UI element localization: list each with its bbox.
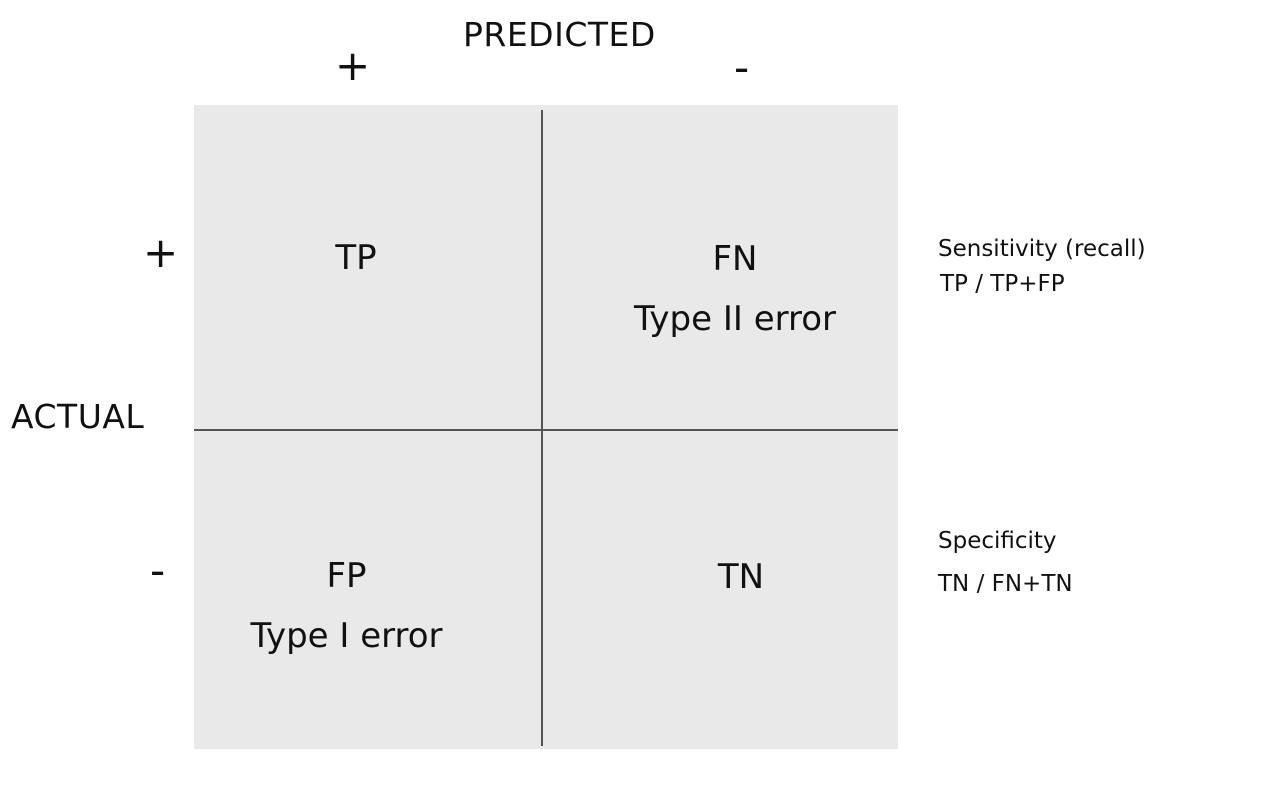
sensitivity-formula: TP / TP+FP <box>940 271 1065 297</box>
horizontal-divider <box>194 429 898 431</box>
cell-fn-label: FN <box>712 239 758 279</box>
actual-axis-title: ACTUAL <box>11 397 145 436</box>
predicted-axis-title: PREDICTED <box>463 15 656 54</box>
predicted-negative-label: - <box>734 43 750 92</box>
cell-tp-label: TP <box>335 238 377 278</box>
cell-tn-label: TN <box>717 557 765 597</box>
predicted-positive-label: + <box>335 41 371 90</box>
sensitivity-label: Sensitivity (recall) <box>938 236 1146 262</box>
actual-positive-label: + <box>143 228 179 277</box>
cell-true-negative: TN <box>691 547 791 607</box>
cell-fp-label: FP <box>326 556 367 596</box>
specificity-label: Specificity <box>938 528 1057 554</box>
cell-fn-note: Type II error <box>633 299 837 339</box>
specificity-formula: TN / FN+TN <box>938 571 1073 597</box>
actual-negative-label: - <box>150 546 166 595</box>
cell-false-positive: FP Type I error <box>214 546 479 666</box>
confusion-matrix: TP FN Type II error FP Type I error TN <box>194 105 898 749</box>
cell-fp-note: Type I error <box>250 616 443 656</box>
cell-false-negative: FN Type II error <box>585 229 885 349</box>
cell-true-positive: TP <box>306 228 406 288</box>
vertical-divider <box>541 110 543 746</box>
